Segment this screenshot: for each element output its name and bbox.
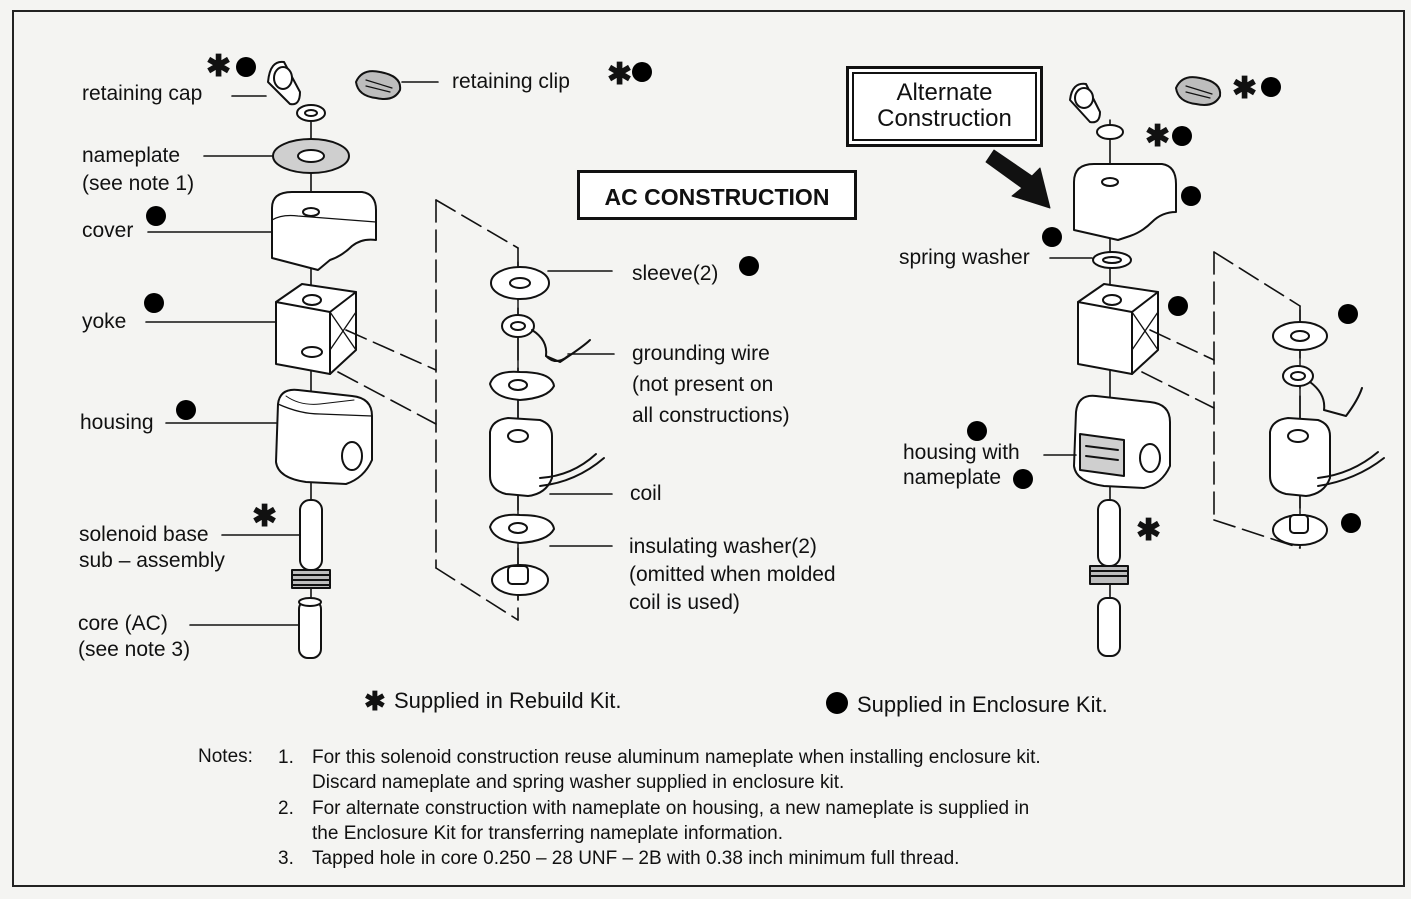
left-solenoid-base-part — [291, 499, 331, 589]
legend-enclosure-kit: Supplied in Enclosure Kit. — [857, 692, 1108, 717]
sleeve-upper-part — [490, 266, 550, 300]
left-assembly — [145, 60, 519, 659]
note-1-number: 1. — [278, 747, 294, 768]
note-1-line-1: For this solenoid construction reuse alu… — [312, 747, 1041, 768]
enclosure-kit-dot — [1338, 304, 1358, 324]
enclosure-kit-dot — [1013, 469, 1033, 489]
center-leader-lines — [547, 270, 615, 547]
left-housing-part — [275, 388, 373, 485]
yoke-label: yoke — [82, 310, 127, 333]
enclosure-kit-dot — [1172, 126, 1192, 146]
left-nameplate-part — [272, 138, 350, 174]
retaining-clip-label: retaining clip — [452, 70, 570, 93]
sleeve-label: sleeve(2) — [632, 262, 719, 285]
right-solenoid-base-part — [1089, 499, 1129, 585]
right-cover-part — [1073, 163, 1177, 241]
core-note-label: (see note 3) — [78, 638, 191, 661]
grounding-wire-label: grounding wire — [632, 342, 770, 365]
enclosure-kit-dot — [1261, 77, 1281, 97]
right-core-part — [1097, 597, 1121, 657]
left-leader-lines — [145, 95, 301, 626]
left-core-part — [298, 597, 322, 659]
enclosure-kit-dot — [1168, 296, 1188, 316]
insulating-washer-note-2: coil is used) — [629, 591, 740, 614]
right-exploded-column — [1269, 309, 1385, 546]
coil-label: coil — [630, 482, 662, 505]
diagram-frame — [12, 10, 1405, 887]
grounding-ring-part — [501, 314, 591, 363]
sleeve-lower-part — [491, 564, 549, 596]
enclosure-kit-dot — [632, 62, 652, 82]
housing-label: housing — [80, 411, 154, 434]
notes-header: Notes: — [198, 746, 253, 767]
left-retaining-cap-part — [267, 60, 326, 122]
alternate-arrow — [985, 149, 1051, 209]
alternate-title-line-1: Alternate — [896, 79, 993, 106]
insulating-washer-note-1: (omitted when molded — [629, 563, 836, 586]
right-retaining-clip-part — [1175, 76, 1222, 106]
insulating-washer-lower-part — [489, 513, 555, 544]
legend-rebuild-kit: Supplied in Rebuild Kit. — [394, 688, 622, 713]
right-dashed-bracket — [1141, 251, 1301, 549]
right-spring-washer-part — [1092, 251, 1132, 269]
right-assembly — [985, 76, 1385, 657]
enclosure-kit-dot — [146, 206, 166, 226]
note-2-number: 2. — [278, 798, 294, 819]
alternate-construction-title: Alternate Construction — [846, 66, 1043, 147]
ac-construction-title: AC CONSTRUCTION — [577, 170, 857, 220]
retaining-clip-part — [355, 70, 439, 100]
right-leader-lines — [1043, 257, 1093, 456]
rebuild-kit-asterisk: ✱ — [252, 500, 278, 533]
insulating-washer-upper-part — [489, 370, 555, 401]
enclosure-kit-dot — [967, 421, 987, 441]
note-2-line-1: For alternate construction with nameplat… — [312, 798, 1030, 819]
enclosure-kit-dot — [1181, 186, 1201, 206]
solenoid-base-sub-label: sub – assembly — [79, 549, 225, 572]
coil-part — [489, 417, 605, 497]
grounding-wire-note-1: (not present on — [632, 373, 774, 396]
nameplate-label: nameplate — [82, 144, 181, 167]
legend-dot-icon — [826, 692, 848, 714]
enclosure-kit-dot — [1042, 227, 1062, 247]
housing-with-nameplate-label: housing with — [903, 441, 1020, 464]
left-yoke-part — [275, 283, 357, 375]
rebuild-kit-asterisk: ✱ — [607, 58, 633, 91]
center-exploded-column — [489, 261, 615, 601]
enclosure-kit-dot — [739, 256, 759, 276]
core-label: core (AC) — [78, 612, 168, 635]
right-retaining-cap-part — [1069, 82, 1124, 140]
note-3-line-1: Tapped hole in core 0.250 – 28 UNF – 2B … — [312, 848, 960, 869]
housing-with-nameplate-label-2: nameplate — [903, 466, 1002, 489]
enclosure-kit-dot — [236, 57, 256, 77]
grounding-wire-note-2: all constructions) — [632, 404, 790, 427]
insulating-washer-label: insulating washer(2) — [629, 535, 817, 558]
enclosure-kit-dot — [1341, 513, 1361, 533]
right-yoke-part — [1077, 283, 1159, 375]
left-cover-part — [271, 191, 377, 271]
nameplate-note-label: (see note 1) — [82, 172, 195, 195]
rebuild-kit-asterisk: ✱ — [206, 50, 232, 83]
solenoid-base-label: solenoid base — [79, 523, 209, 546]
rebuild-kit-asterisk: ✱ — [1145, 120, 1171, 153]
note-1-line-2: Discard nameplate and spring washer supp… — [312, 772, 845, 793]
note-2-line-2: the Enclosure Kit for transferring namep… — [312, 823, 784, 844]
spring-washer-label: spring washer — [899, 246, 1030, 269]
rebuild-kit-asterisk: ✱ — [1232, 72, 1258, 105]
retaining-cap-label: retaining cap — [82, 82, 203, 105]
enclosure-kit-dot — [144, 293, 164, 313]
note-3-number: 3. — [278, 848, 294, 869]
right-housing-with-nameplate-part — [1073, 394, 1171, 489]
cover-label: cover — [82, 219, 134, 242]
rebuild-kit-asterisk: ✱ — [1136, 514, 1162, 547]
enclosure-kit-dot — [176, 400, 196, 420]
legend-asterisk-icon: ✱ — [364, 686, 386, 716]
alternate-title-line-2: Construction — [877, 105, 1012, 132]
